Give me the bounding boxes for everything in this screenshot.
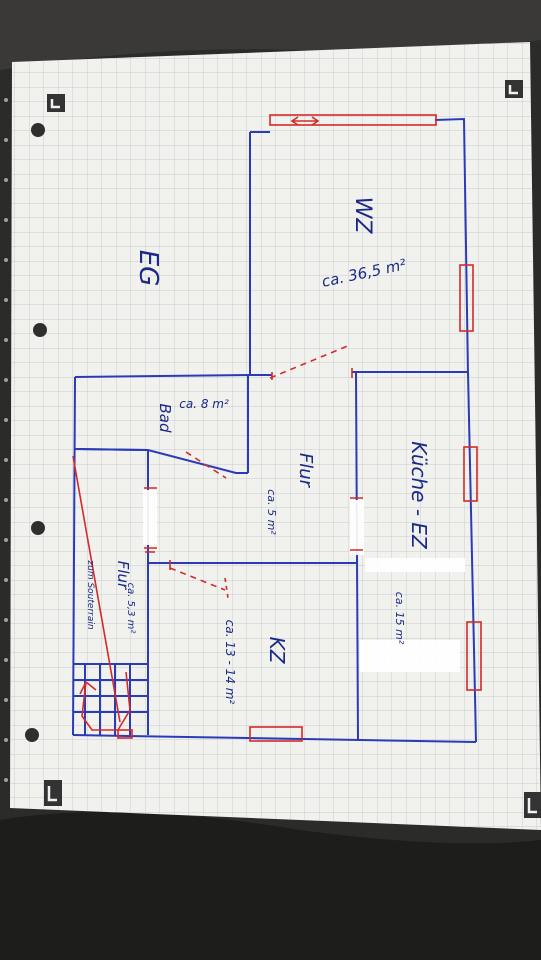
corner-marker-icon <box>505 80 523 98</box>
punch-hole <box>31 521 45 535</box>
door-openings <box>143 490 465 672</box>
room-area-bad: ca. 8 m² <box>179 397 229 411</box>
floor-label: EG <box>133 250 163 287</box>
corner-marker-icon <box>47 94 65 112</box>
punch-hole <box>25 728 39 742</box>
room-area-kueche: ca. 15 m² <box>393 592 406 645</box>
spiral-binding <box>4 98 8 782</box>
room-area-kz: ca. 13 - 14 m² <box>223 620 237 705</box>
windows-and-doors <box>72 114 482 742</box>
dark-object-bottom <box>0 812 541 960</box>
room-area-flur: ca. 5 m² <box>265 489 278 535</box>
room-name-flur: Flur <box>295 453 316 489</box>
stair-note: zum Souterrain <box>85 559 95 629</box>
room-name-wz: WZ <box>350 197 375 235</box>
room-name-kueche: Küche - EZ <box>407 441 431 550</box>
floor-plan-walls <box>72 117 477 743</box>
punch-hole <box>31 123 45 137</box>
dark-object-top <box>0 0 541 70</box>
room-area-flur-small: ca. 5,3 m² <box>125 583 136 634</box>
corner-marker-icon <box>524 792 541 818</box>
room-name-kz: KZ <box>265 637 289 665</box>
paper-sheet <box>4 42 541 830</box>
punch-hole <box>33 323 47 337</box>
corner-marker-icon <box>44 780 62 806</box>
room-name-bad: Bad <box>156 403 174 432</box>
room-name-flur-small: Flur <box>114 561 132 590</box>
